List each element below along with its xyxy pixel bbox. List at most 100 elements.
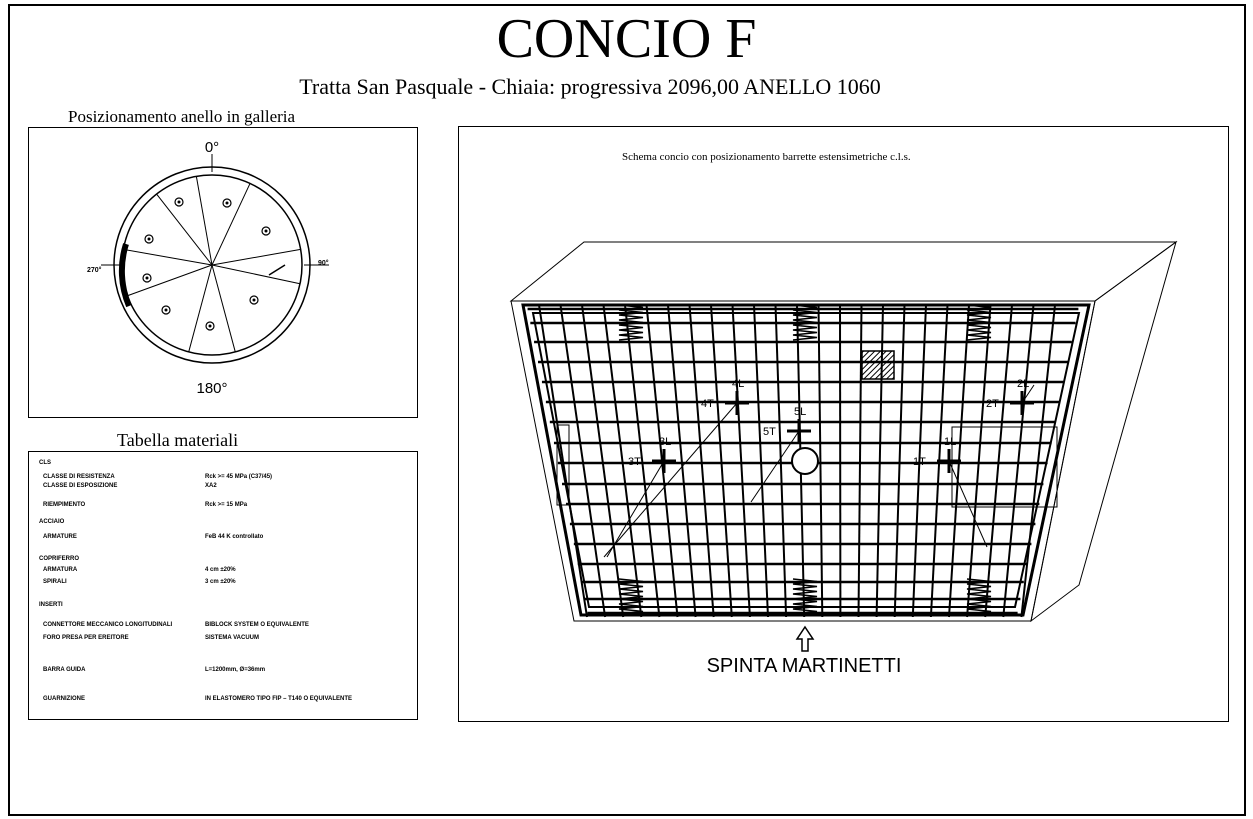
strain-gauge-long-label: 3L: [659, 436, 671, 448]
rebar-cage-outline: [521, 303, 1091, 617]
rebar-vertical: [984, 304, 1013, 618]
rebar-vertical: [688, 304, 715, 618]
hatched-insert: [861, 350, 895, 380]
strain-gauge-leader-line: [750, 430, 800, 503]
material-row-value: BIBLOCK SYSTEM O EQUIVALENTE: [205, 622, 309, 628]
strain-gauge-trans-label: 5T: [763, 426, 776, 438]
rebar-vertical: [857, 304, 863, 618]
material-row-label: ARMATURA: [43, 567, 78, 573]
material-row-label: CLASSE DI RESISTENZA: [43, 474, 115, 480]
rebar-vertical: [710, 304, 733, 618]
ring-joint-line: [211, 183, 251, 266]
drawing-title: CONCIO F: [496, 8, 757, 70]
segment-marker-dot: [252, 298, 256, 302]
embedded-plate-outline: [556, 424, 570, 506]
ring-highlighted-segment: [118, 243, 132, 308]
angle-label-right: 90°: [318, 259, 329, 267]
segment-marker-dot: [147, 237, 151, 241]
rebar-vertical: [602, 304, 643, 618]
ring-joint-line: [123, 248, 213, 266]
material-row-label: RIEMPIMENTO: [43, 502, 86, 508]
segment-marker: [261, 226, 271, 236]
strain-gauge-long-label: 4L: [732, 378, 744, 390]
rebar-vertical: [624, 304, 661, 618]
rebar-vertical: [893, 304, 906, 618]
strain-gauge-leader-line: [603, 402, 738, 558]
drawing-subtitle: Tratta San Pasquale - Chiaia: progressiv…: [299, 74, 881, 99]
segment-marker-dot: [208, 324, 212, 328]
segment-marker: [142, 273, 152, 283]
material-row-value: IN ELASTOMERO TIPO FIP – T140 O EQUIVALE…: [205, 696, 353, 702]
angle-label-left: 270°: [87, 266, 102, 274]
material-row-label: CONNETTORE MECCANICO LONGITUDINALI: [43, 622, 173, 628]
rebar-vertical: [911, 304, 927, 618]
segment-marker: [144, 234, 154, 244]
scheme-panel: Schema concio con posizionamento barrett…: [458, 126, 1229, 722]
strain-gauge-leader-line: [948, 460, 988, 548]
segment-marker-dot: [225, 201, 229, 205]
ring-joint-line: [211, 264, 236, 353]
material-row-label: COPRIFERRO: [39, 556, 80, 562]
material-row-label: CLS: [39, 460, 51, 466]
ring-joint-line: [195, 176, 213, 266]
strain-gauge-leader-line: [606, 460, 665, 558]
scheme-panel-heading: Schema concio con posizionamento barrett…: [622, 151, 911, 163]
segment-marker: [174, 197, 184, 207]
material-row-label: FORO PRESA PER EREITORE: [43, 635, 129, 641]
connector-spring-icon: [618, 304, 644, 341]
material-row-value: SISTEMA VACUUM: [205, 635, 259, 641]
rebar-vertical: [966, 304, 992, 618]
strain-gauge-trans-label: 2T: [986, 398, 999, 410]
ring-diagram: 0° 90° 270° 180°: [87, 139, 329, 397]
rebar-vertical: [774, 304, 788, 618]
material-row-label: SPIRALI: [43, 579, 67, 585]
lifting-hole: [791, 447, 819, 475]
material-row-value: Rck >= 15 MPa: [205, 502, 248, 508]
segment-top-face: [509, 241, 1178, 302]
material-row-label: ACCIAIO: [39, 519, 65, 525]
material-row-label: ARMATURE: [43, 534, 77, 540]
ring-panel-heading: Posizionamento anello in galleria: [68, 107, 296, 126]
rebar-vertical: [1020, 304, 1056, 618]
segment-marker-dot: [145, 276, 149, 280]
angle-label-bottom: 180°: [196, 380, 227, 397]
material-row-value: XA2: [205, 483, 217, 489]
rebar-vertical: [667, 304, 697, 618]
segment-marker-dot: [177, 200, 181, 204]
drawing-sheet-border: [8, 4, 1246, 816]
segment-front-face: [510, 300, 1096, 622]
connector-spring-icon: [966, 304, 992, 341]
ring-panel: 0° 90° 270° 180°: [28, 127, 418, 418]
rebar-vertical: [753, 304, 769, 618]
ring-joint-line: [156, 193, 213, 266]
connector-spring-icon: [792, 304, 818, 341]
material-row-label: GUARNIZIONE: [43, 696, 85, 702]
strain-gauge-trans-label: 1T: [913, 456, 926, 468]
strain-gauge-long-label: 1L: [944, 436, 956, 448]
rebar-vertical: [817, 304, 824, 618]
rebar-vertical: [581, 304, 625, 618]
ring-joint-line: [127, 264, 213, 297]
connector-spring-icon: [618, 578, 644, 615]
ring-joint-line: [211, 248, 301, 266]
materials-panel-heading: Tabella materiali: [117, 430, 239, 450]
rebar-vertical: [559, 304, 607, 618]
strain-gauge-leader-line: [1021, 384, 1035, 404]
angle-label-top: 0°: [205, 139, 219, 156]
rebar-vertical: [538, 304, 588, 618]
strain-gauge: 1L 1T: [913, 436, 988, 548]
segment-marker: [222, 198, 232, 208]
ring-joint-line: [211, 264, 301, 285]
connector-spring-icon: [792, 578, 818, 615]
rebar-vertical: [1002, 304, 1035, 618]
material-row-label: CLASSE DI ESPOSIZIONE: [43, 483, 118, 489]
segment-marker-dot: [264, 229, 268, 233]
material-row-label: INSERTI: [39, 602, 63, 608]
material-row-value: L=1200mm, Ø=36mm: [205, 667, 266, 673]
rebar-vertical: [731, 304, 751, 618]
